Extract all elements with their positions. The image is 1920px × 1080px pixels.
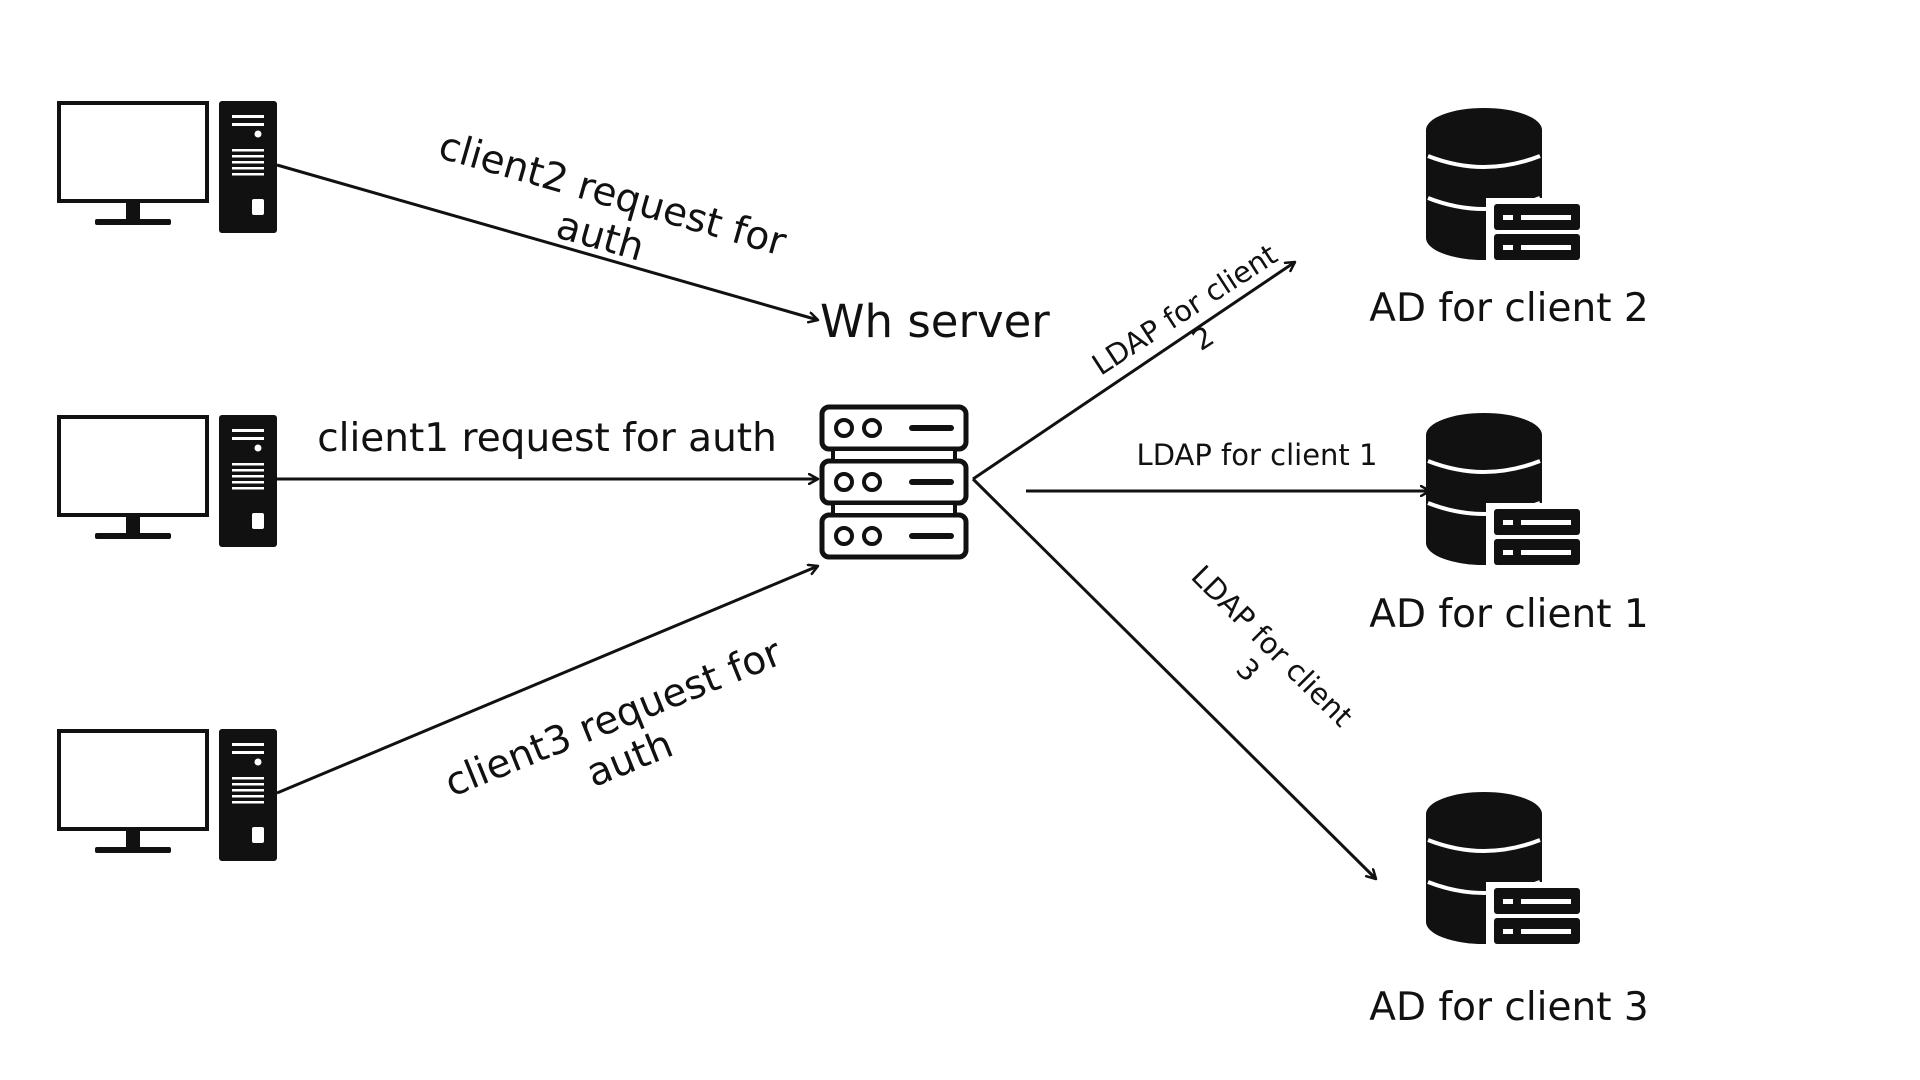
ad-client1-database-icon (1424, 411, 1586, 571)
client3-request-arrow (276, 566, 818, 795)
ad-client3-database-icon (1424, 790, 1586, 950)
client3-computer-icon (57, 727, 279, 863)
ad-client3-label: AD for client 3 (1369, 985, 1648, 1030)
client2-request-arrow (276, 163, 818, 320)
ad-client2-database-icon (1424, 106, 1586, 266)
ad-client1-label: AD for client 1 (1369, 592, 1648, 637)
server-label: Wh server (820, 295, 1050, 348)
client2-computer-icon (57, 99, 279, 235)
client1-computer-icon (57, 413, 279, 549)
ldap-client3-arrow (971, 477, 1376, 879)
ldap-client2-arrow (972, 262, 1295, 481)
client1-request-label: client1 request for auth (317, 416, 777, 461)
ad-client2-label: AD for client 2 (1369, 286, 1648, 331)
ldap-client3-label-line1: LDAP for client (1185, 559, 1360, 734)
ldap-client2-label-line1: LDAP for client (1086, 237, 1283, 382)
ldap-client2-label-line2: 2 (1186, 319, 1220, 358)
ldap-client1-label: LDAP for client 1 (1137, 438, 1378, 472)
server-rack-icon (822, 407, 966, 557)
